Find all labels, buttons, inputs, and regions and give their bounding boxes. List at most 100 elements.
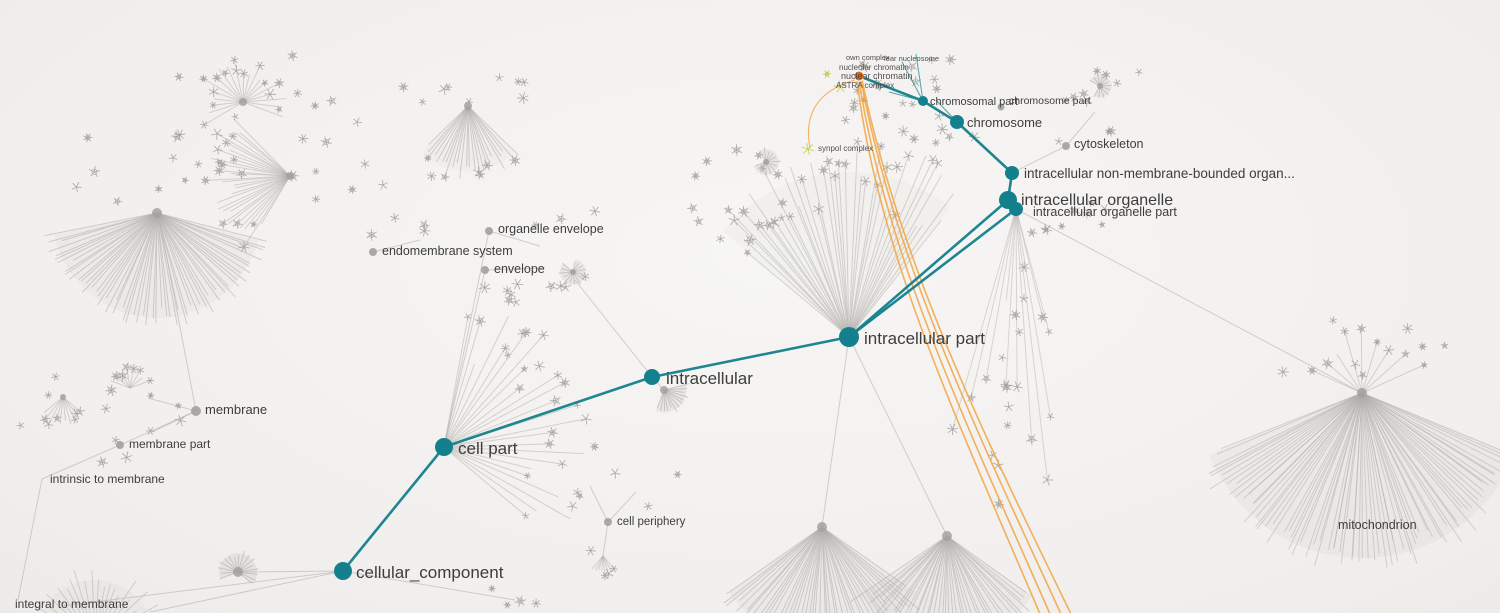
branch-tip-glyph — [906, 61, 918, 73]
branch-tip-glyph — [514, 383, 525, 394]
cluster-anchor-node[interactable] — [570, 269, 576, 275]
node-cell-part[interactable] — [435, 438, 453, 456]
label-nuclear-chromatin[interactable]: nuclear chromatin — [841, 71, 913, 81]
branch-tip-glyph — [1011, 381, 1023, 393]
branch-tip-glyph — [643, 501, 653, 511]
branch-tip-glyph — [366, 228, 378, 241]
label-intracellular[interactable]: intracellular — [666, 369, 753, 388]
label-mitochondrion[interactable]: mitochondrion — [1338, 518, 1417, 532]
cluster-anchor-node[interactable] — [1357, 388, 1367, 398]
label-lear-nucleosome[interactable]: lear nucleosome — [884, 54, 939, 63]
branch-tip-glyph — [438, 83, 450, 95]
cluster-fan — [421, 105, 521, 182]
branch-tip-glyph — [1019, 293, 1029, 303]
branch-tip-glyph — [1373, 338, 1381, 346]
node-nuclear-chromatin-highlighted[interactable] — [853, 70, 865, 82]
branch-tip-glyph — [1037, 311, 1049, 323]
node-intracellular-organelle-part[interactable] — [1009, 202, 1023, 216]
branch-tip-glyph — [211, 128, 223, 140]
node-cell-periphery[interactable] — [604, 518, 612, 526]
branch-tip-glyph — [1003, 401, 1014, 412]
cluster-anchor-node[interactable] — [763, 159, 769, 165]
branch-tip-glyph — [589, 205, 601, 217]
branch-tip-glyph — [580, 413, 592, 425]
node-intracellular[interactable] — [644, 369, 660, 385]
node-chromosome-part[interactable] — [997, 103, 1005, 111]
label-endomembrane-system[interactable]: endomembrane system — [382, 244, 513, 258]
label-intrinsic-to-membrane[interactable]: intrinsic to membrane — [50, 472, 165, 486]
node-envelope[interactable] — [481, 266, 489, 274]
cluster-field — [366, 166, 485, 241]
label-synpol-complex[interactable]: synpol complex — [818, 144, 873, 153]
branch-tip-glyph — [209, 101, 217, 109]
node-chromosome[interactable] — [950, 115, 964, 129]
branch-tip-glyph — [538, 330, 549, 341]
cluster-anchor-node[interactable] — [233, 567, 243, 577]
label-membrane[interactable]: membrane — [205, 402, 267, 417]
graph-edge — [159, 221, 197, 412]
branch-tip-glyph — [503, 601, 512, 609]
node-membrane-part[interactable] — [116, 441, 124, 449]
branch-tip-glyph — [858, 60, 871, 73]
node-endomembrane-system[interactable] — [369, 248, 377, 256]
label-intracellular-part[interactable]: intracellular part — [864, 329, 985, 348]
branch-tip-glyph — [320, 136, 332, 148]
branch-tip-glyph — [495, 73, 504, 82]
node-organelle-envelope[interactable] — [485, 227, 493, 235]
label-chromosomal-part[interactable]: chromosomal part — [930, 96, 1018, 108]
node-membrane[interactable] — [191, 406, 201, 416]
branch-tip-glyph — [897, 125, 910, 137]
label-membrane-part[interactable]: membrane part — [129, 437, 211, 451]
label-envelope[interactable]: envelope — [494, 262, 545, 276]
branch-tip-glyph — [111, 371, 121, 382]
branch-tip-glyph — [754, 151, 763, 160]
branch-tip-glyph — [419, 225, 431, 237]
label-chromosome[interactable]: chromosome — [967, 115, 1042, 130]
cluster-anchor-node[interactable] — [286, 172, 294, 180]
graph-edge — [484, 267, 546, 271]
branch-tip-glyph — [723, 205, 733, 215]
branch-tip-glyph — [509, 154, 521, 167]
cluster-anchor-node[interactable] — [660, 386, 668, 394]
cluster-fan — [850, 535, 1033, 613]
label-chromosome-part[interactable]: chromosome part — [1009, 95, 1091, 107]
node-intracellular-part[interactable] — [839, 327, 859, 347]
branch-tip-glyph — [347, 185, 357, 194]
graph-edge — [607, 491, 637, 523]
node-chromosomal-part[interactable] — [918, 96, 928, 106]
branch-tip-glyph — [1081, 96, 1093, 107]
node-cytoskeleton[interactable] — [1062, 142, 1070, 150]
label-astra-complex[interactable]: ASTRA complex — [836, 81, 894, 90]
label-nucleolar-chromatin[interactable]: nucleolar chromatin — [839, 63, 909, 72]
label-organelle-envelope[interactable]: organelle envelope — [498, 222, 604, 236]
selected-path-edge — [847, 198, 1010, 339]
branch-tip-glyph — [1018, 261, 1030, 273]
branch-tip-glyph — [522, 512, 530, 520]
label-cytoskeleton[interactable]: cytoskeleton — [1074, 137, 1144, 151]
label-intracellular-organelle[interactable]: intracellular organelle — [1021, 192, 1173, 209]
node-cellular-component[interactable] — [334, 562, 352, 580]
graph-edge — [821, 336, 850, 528]
graph-edge — [574, 279, 653, 378]
label-cellular-component[interactable]: cellular_component — [356, 563, 504, 582]
label-intracellular-nmbo[interactable]: intracellular non-membrane-bounded organ… — [1024, 166, 1295, 181]
cluster-anchor-node[interactable] — [239, 98, 247, 106]
branch-tip-glyph — [52, 413, 62, 423]
cluster-anchor-node[interactable] — [817, 522, 827, 532]
cluster-anchor-node[interactable] — [942, 531, 952, 541]
label-cell-part[interactable]: cell part — [458, 439, 518, 458]
branch-tip-glyph — [275, 105, 283, 114]
node-intracellular-nmbo[interactable] — [1005, 166, 1019, 180]
highlight-link-orange — [807, 79, 856, 149]
cluster-anchor-node[interactable] — [464, 102, 472, 110]
label-intracellular-organelle-part[interactable]: intracellular organelle part — [1033, 205, 1177, 219]
cluster-anchor-node[interactable] — [152, 208, 162, 218]
branch-tip-glyph — [1000, 381, 1013, 393]
label-own-complex[interactable]: own complex — [846, 53, 890, 62]
branch-tip-glyph — [212, 144, 223, 155]
label-integral-to-membrane[interactable]: integral to membrane — [15, 597, 129, 611]
cluster-anchor-node[interactable] — [60, 394, 66, 400]
cluster-anchor-node[interactable] — [1097, 83, 1103, 89]
label-cell-periphery[interactable]: cell periphery — [617, 516, 686, 528]
